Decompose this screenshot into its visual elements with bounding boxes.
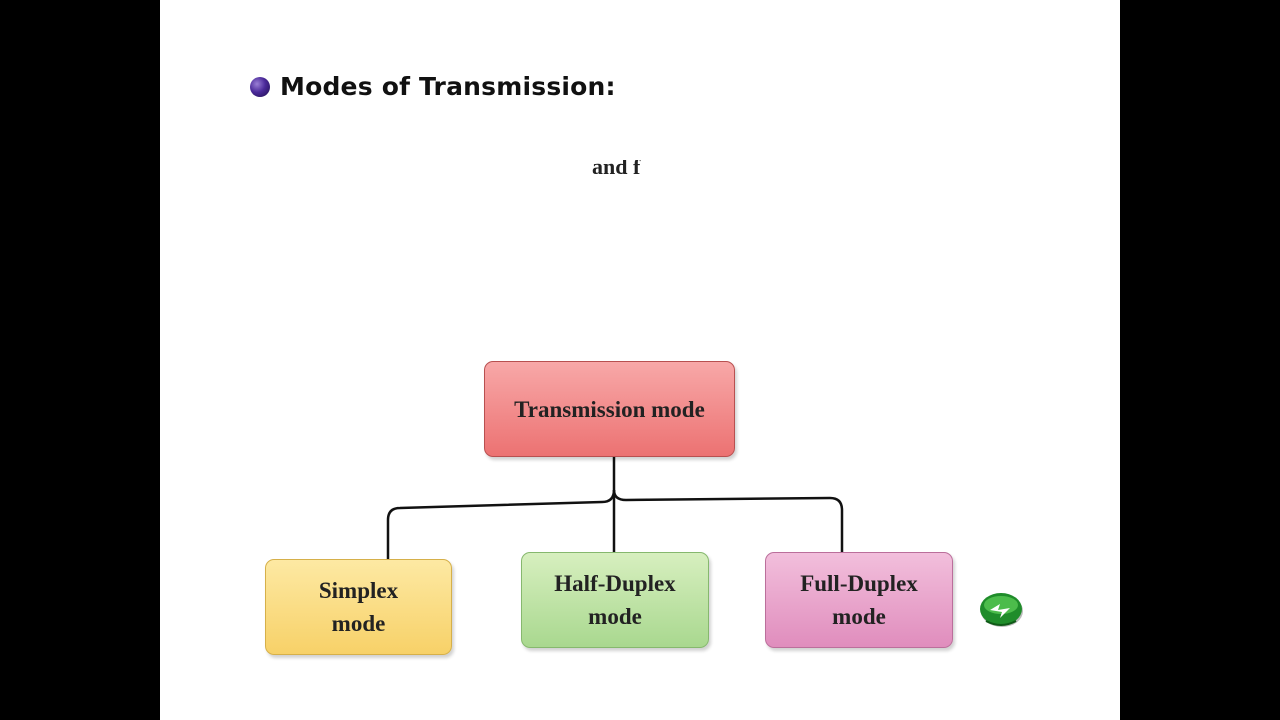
purple-sphere-bullet-icon [250,76,270,97]
node-half-duplex-mode: Half-Duplex mode [521,552,709,648]
node-label: Full-Duplex mode [800,571,918,629]
heading-text: Modes of Transmission: [280,72,616,101]
node-simplex-mode: Simplex mode [265,559,452,655]
slide-heading: Modes of Transmission: [250,72,616,101]
connector-to-full-duplex [612,489,844,552]
node-full-duplex-mode: Full-Duplex mode [765,552,953,648]
partial-text-fragment: and f [592,160,641,174]
node-label: Half-Duplex mode [554,571,676,629]
green-recorder-logo-icon [980,593,1023,627]
node-label: Simplex mode [318,578,399,636]
node-label: Transmission mode [514,396,705,422]
node-transmission-mode: Transmission mode [484,361,735,457]
connector-to-simplex [386,489,616,559]
slide: Modes of Transmission: and f Transmissio… [160,0,1120,720]
tree-connectors [386,457,844,559]
